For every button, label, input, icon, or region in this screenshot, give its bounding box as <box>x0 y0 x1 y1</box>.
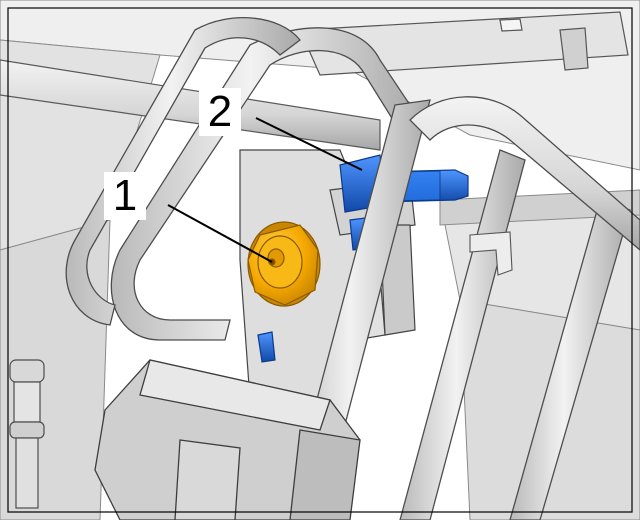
upper-horizontal-tube <box>0 59 381 151</box>
callout-number-1: 1 <box>104 172 146 220</box>
left-fittings <box>9 359 45 509</box>
right-bracket <box>469 231 513 276</box>
lower-cylinder <box>94 359 361 521</box>
leader-line-1 <box>167 204 273 263</box>
image-frame <box>7 7 633 513</box>
yellow-nut <box>247 221 321 307</box>
leader-line-2 <box>255 117 363 171</box>
top-bracket <box>299 11 629 76</box>
callout-number-2: 2 <box>199 88 241 136</box>
main-frame-arch <box>65 17 421 341</box>
